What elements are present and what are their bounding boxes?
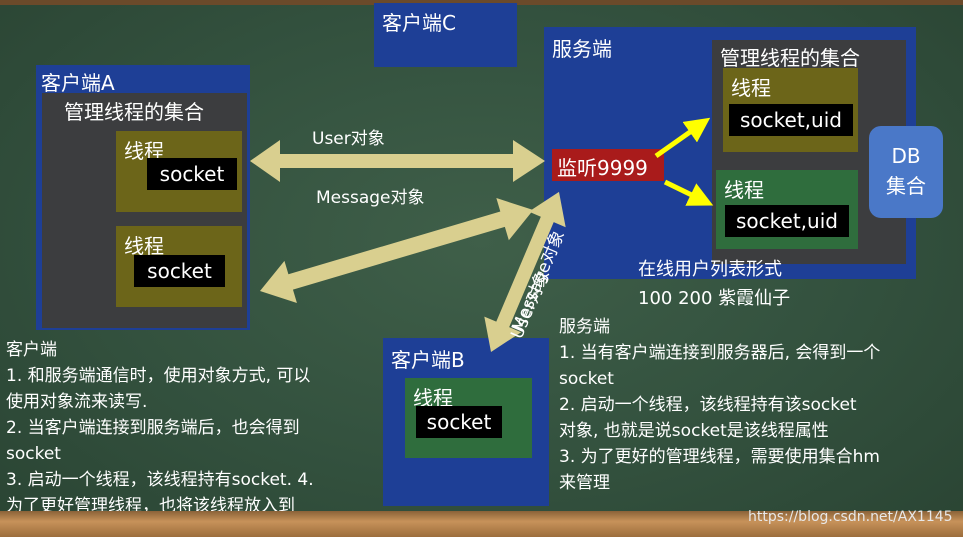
- client-note-line: 2. 当客户端连接到服务端后，也会得到: [6, 418, 300, 438]
- thread-label: 线程: [124, 234, 164, 258]
- db-collection-box: DB 集合: [869, 126, 943, 218]
- server-note-line: 2. 启动一个线程，该线程持有该socket: [559, 395, 857, 415]
- db-sublabel: 集合: [886, 174, 926, 198]
- server-note-line: socket: [559, 369, 614, 389]
- thread-label: 线程: [731, 76, 771, 100]
- double-arrow-client-a-server: [250, 140, 545, 182]
- client-b-title: 客户端B: [391, 348, 465, 372]
- client-note-line: 1. 和服务端通信时，使用对象方式, 可以: [6, 366, 311, 386]
- watermark: https://blog.csdn.net/AX1145: [748, 509, 953, 525]
- online-list-title: 在线用户列表形式: [638, 259, 782, 280]
- server-note-line: 1. 当有客户端连接到服务器后, 会得到一个: [559, 343, 881, 363]
- client-notes-title: 客户端: [6, 340, 57, 360]
- server-notes: 服务端 1. 当有客户端连接到服务器后, 会得到一个 socket 2. 启动一…: [559, 314, 880, 496]
- listen-label: 监听9999: [557, 156, 648, 180]
- socket-uid-box: socket,uid: [725, 205, 849, 237]
- client-a-box: 客户端A 管理线程的集合 线程 socket 线程 socket: [36, 65, 250, 330]
- client-note-line: 使用对象流来读写.: [6, 392, 148, 412]
- server-box: 服务端 管理线程的集合 线程 socket,uid 线程 socket,uid …: [544, 27, 916, 280]
- socket-box: socket: [147, 158, 237, 190]
- server-note-line: 3. 为了更好的管理线程，需要使用集合hm: [559, 447, 880, 467]
- server-collection-title: 管理线程的集合: [720, 46, 860, 70]
- yellow-arrow-to-thread-2: [663, 179, 714, 206]
- client-b-thread: 线程 socket: [405, 378, 532, 458]
- client-a-collection: 管理线程的集合 线程 socket 线程 socket: [42, 93, 247, 328]
- thread-label: 线程: [724, 178, 764, 202]
- socket-uid-box: socket,uid: [729, 104, 853, 136]
- client-c-title: 客户端C: [382, 11, 456, 35]
- double-arrow-message-a: [260, 198, 534, 304]
- server-note-line: 对象, 也就是说socket是该线程属性: [559, 421, 829, 441]
- client-notes: 客户端 1. 和服务端通信时，使用对象方式, 可以 使用对象流来读写. 2. 当…: [6, 337, 314, 537]
- client-a-thread-1: 线程 socket: [116, 131, 242, 212]
- arrow-label-message-object: Message对象: [316, 188, 425, 208]
- server-collection: 管理线程的集合 线程 socket,uid 线程 socket,uid: [712, 40, 906, 264]
- server-thread-2: 线程 socket,uid: [716, 170, 858, 249]
- server-notes-title: 服务端: [559, 317, 610, 337]
- arrow-label-user-object: User对象: [312, 129, 385, 149]
- socket-box: socket: [134, 255, 225, 287]
- frame-bottom: [0, 511, 963, 537]
- client-c-box: 客户端C: [374, 3, 517, 67]
- db-label: DB: [891, 144, 921, 168]
- online-list-values: 100 200 紫霞仙子: [638, 288, 791, 309]
- socket-box: socket: [416, 406, 502, 438]
- yellow-arrow-to-thread-1: [654, 117, 711, 159]
- client-a-title: 客户端A: [41, 71, 115, 95]
- server-note-line: 来管理: [559, 473, 610, 493]
- client-note-line: socket: [6, 444, 61, 464]
- listen-box: 监听9999: [552, 149, 664, 181]
- server-title: 服务端: [552, 37, 612, 61]
- server-thread-1: 线程 socket,uid: [723, 68, 858, 152]
- client-b-box: 客户端B 线程 socket: [383, 338, 549, 506]
- frame-top: [0, 0, 963, 5]
- double-arrow-client-b-server: [484, 191, 566, 352]
- client-a-thread-2: 线程 socket: [116, 226, 242, 307]
- client-a-collection-title: 管理线程的集合: [64, 100, 204, 124]
- client-note-line: 3. 启动一个线程，该线程持有socket. 4.: [6, 470, 314, 490]
